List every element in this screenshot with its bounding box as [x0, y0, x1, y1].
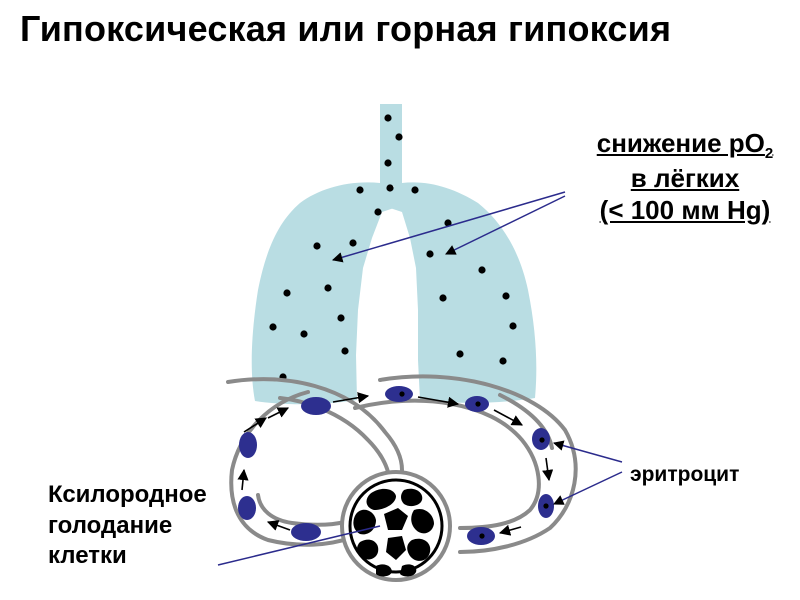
o2-dot [349, 239, 357, 247]
o2-dot [456, 350, 464, 358]
lungs-label-line1: снижение pO2 [596, 128, 774, 163]
o2-dot [386, 184, 394, 192]
o2-dot [356, 186, 364, 194]
flow-arrow [243, 417, 267, 433]
lungs-label-line3: (< 100 мм Hg) [599, 195, 771, 226]
o2-dot [337, 314, 345, 322]
erythrocyte [538, 494, 554, 518]
slide-title: Гипоксическая или горная гипоксия [20, 8, 672, 49]
pointer-erythrocyte-1 [552, 440, 623, 463]
o2-dot [395, 133, 403, 141]
blood-vessels [226, 374, 578, 554]
erythrocyte-label: эритроцит [630, 463, 740, 486]
o2-dot [499, 357, 507, 365]
o2-dot [478, 266, 486, 274]
erythrocyte [532, 428, 550, 450]
erythrocytes [238, 386, 554, 545]
o2-dot [444, 219, 452, 227]
po2-subscript: 2 [764, 145, 774, 163]
o2-dot [374, 208, 382, 216]
cell-label-line2: голодание [48, 511, 173, 539]
o2-dot [439, 294, 447, 302]
flow-arrow [542, 457, 554, 482]
pointer-erythrocyte-2 [553, 471, 623, 505]
flow-arrow [332, 392, 370, 404]
flow-arrow [267, 407, 290, 419]
flow-arrow [266, 520, 291, 531]
erythrocyte [238, 496, 256, 520]
flow-arrow [237, 468, 249, 491]
o2-dot [269, 323, 277, 331]
erythrocyte [467, 527, 495, 545]
o2-dot [324, 284, 332, 292]
erythrocyte [291, 523, 321, 541]
vessel-left-bottom-inner [278, 396, 390, 474]
o2-dot [509, 322, 517, 330]
o2-dot [341, 347, 349, 355]
cell-label-line1: Ксилородное [48, 481, 207, 508]
flow-arrow [493, 409, 523, 426]
o2-dot [426, 250, 434, 258]
tissue-cell [340, 470, 452, 582]
o2-dot [502, 292, 510, 300]
right-lung [390, 182, 537, 403]
pointer-lines [217, 191, 623, 566]
erythrocyte [465, 396, 489, 412]
o2-dot [313, 242, 321, 250]
flow-arrow [417, 396, 460, 408]
vessel-left-bottom [256, 493, 347, 527]
oxygen-dots [269, 114, 517, 381]
erythrocyte [239, 432, 257, 458]
pointer-lungs-right [445, 195, 566, 255]
o2-dot [384, 114, 392, 122]
vessel-right-inner [353, 398, 541, 530]
lungs [251, 104, 537, 405]
cell-starvation-label: Ксилородное голодание клетки [48, 480, 207, 572]
o2-dot [384, 159, 392, 167]
left-lung [251, 182, 394, 405]
pointer-cell [217, 525, 381, 566]
erythrocyte [301, 397, 331, 415]
o2-dot [411, 186, 419, 194]
vessel-right-cap [498, 393, 554, 450]
cell-label-line3: клетки [48, 542, 127, 570]
lungs-po2-label: снижение pO2 в лёгких (< 100 мм Hg) [565, 128, 800, 227]
erythrocyte [385, 386, 413, 402]
flow-arrows [237, 392, 554, 536]
vessel-left-outer [226, 377, 404, 472]
pointer-lungs-left [331, 191, 566, 263]
o2-dot [300, 330, 308, 338]
lungs-label-line2: в лёгких [630, 163, 740, 194]
flow-arrow [498, 524, 522, 536]
vessel-right-outer [378, 374, 578, 554]
o2-dot [283, 289, 291, 297]
